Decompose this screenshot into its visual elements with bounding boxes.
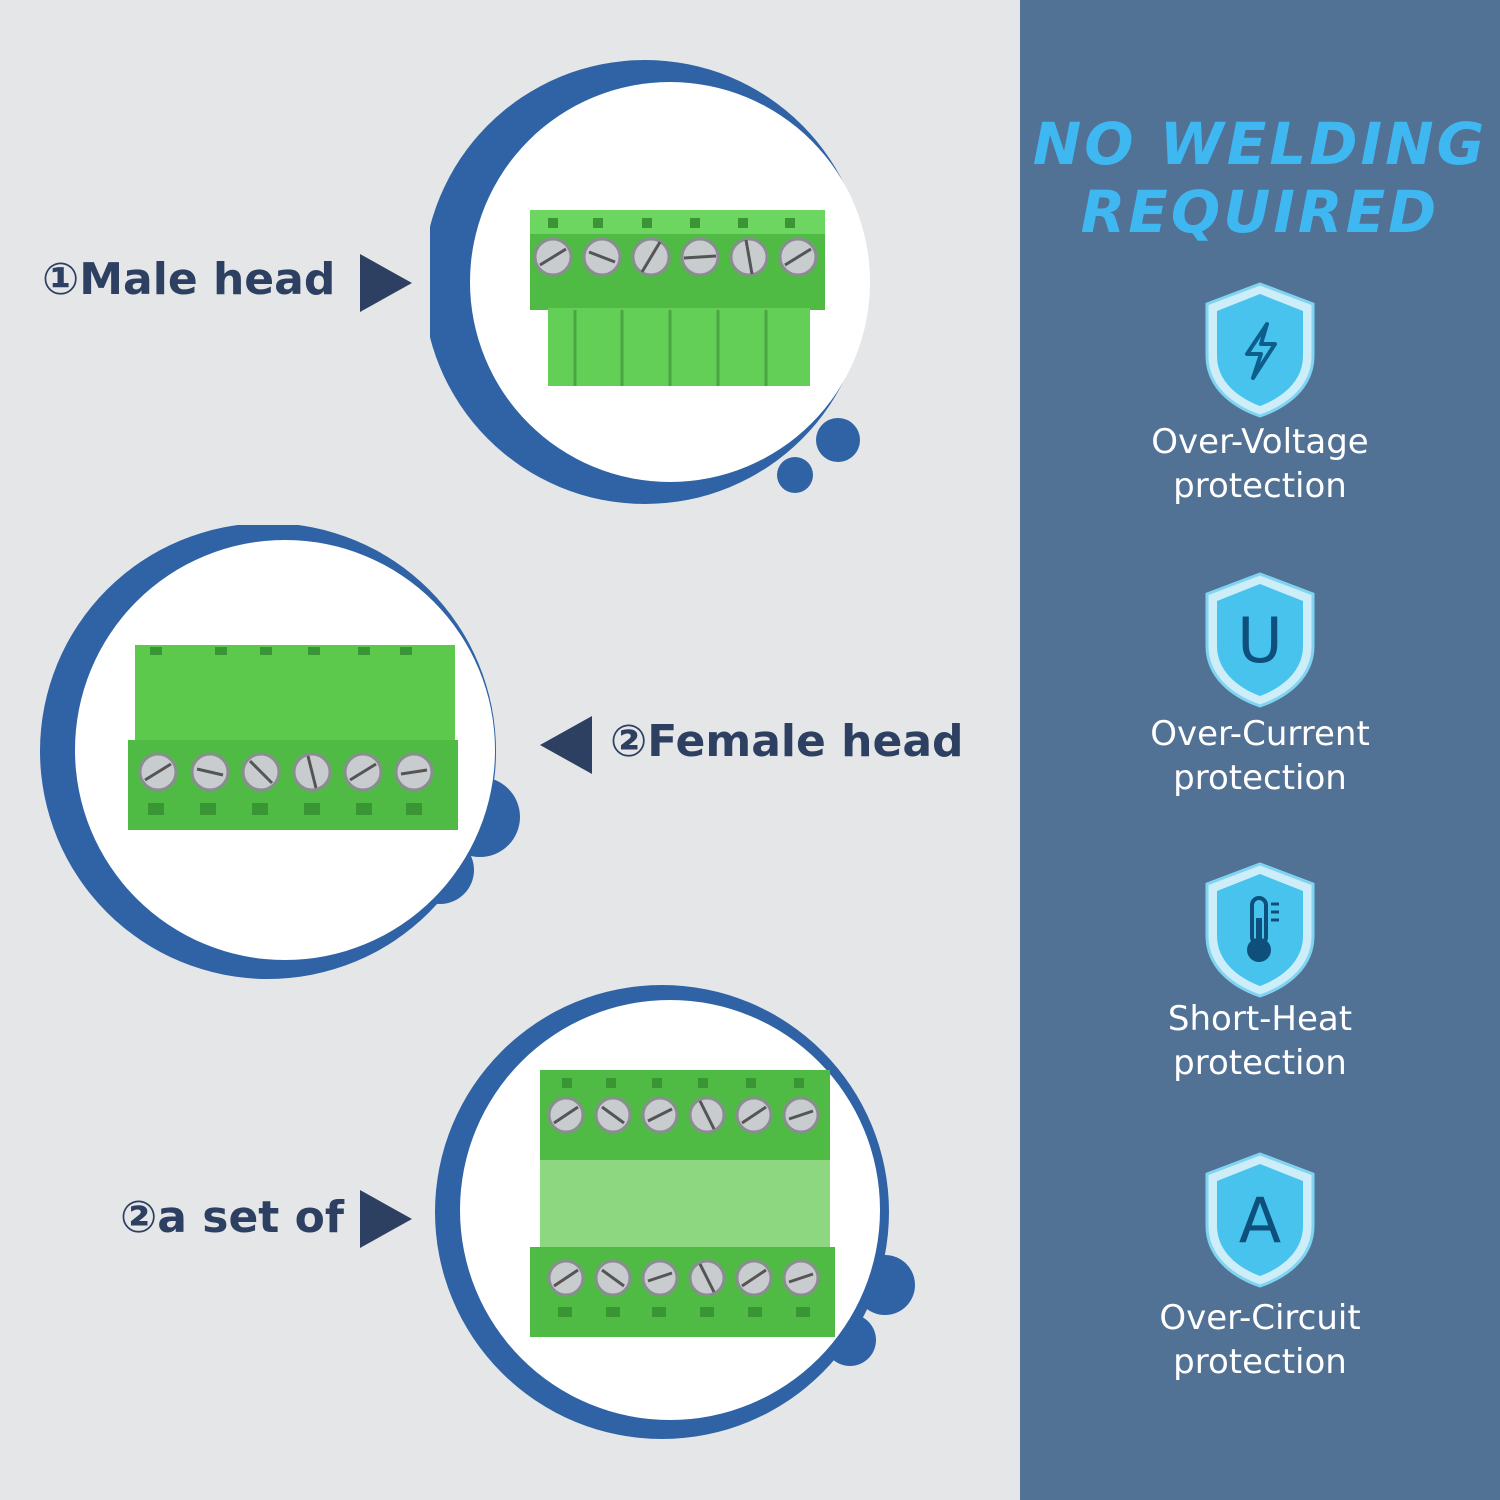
male-connector-image bbox=[530, 210, 825, 386]
connector-set-photo bbox=[435, 985, 915, 1439]
arrow-right-icon bbox=[360, 1190, 412, 1248]
feature-glyph: U bbox=[1237, 604, 1282, 677]
feature-title: Over-Voltage bbox=[1151, 422, 1369, 462]
lightning-bolt-icon bbox=[1205, 282, 1315, 418]
feature-subtitle: protection bbox=[1173, 466, 1347, 506]
feature-subtitle: protection bbox=[1173, 1342, 1347, 1382]
letter-u-icon: U bbox=[1205, 572, 1315, 708]
feature-subtitle: protection bbox=[1173, 1043, 1347, 1083]
set-label: ②a set of bbox=[120, 1192, 345, 1243]
feature-short-heat: Short-Heat protection bbox=[1020, 997, 1500, 1085]
feature-subtitle: protection bbox=[1173, 758, 1347, 798]
letter-a-icon: A bbox=[1205, 1152, 1315, 1288]
female-connector-image bbox=[128, 645, 458, 830]
arrow-right-icon bbox=[360, 254, 412, 312]
feature-glyph: A bbox=[1239, 1184, 1281, 1257]
feature-title: Over-Circuit bbox=[1159, 1298, 1361, 1338]
feature-over-current: Over-Current protection bbox=[1020, 712, 1500, 800]
feature-title: Over-Current bbox=[1150, 714, 1370, 754]
thermometer-icon bbox=[1205, 862, 1315, 998]
male-head-photo bbox=[430, 60, 870, 504]
arrow-left-icon bbox=[540, 716, 592, 774]
feature-title: Short-Heat bbox=[1167, 999, 1353, 1039]
features-panel: NO WELDING REQUIRED Over-Voltage protect… bbox=[1020, 0, 1500, 1500]
male-head-label: ①Male head bbox=[42, 254, 336, 305]
headline-line-1: NO WELDING bbox=[1032, 110, 1488, 178]
female-head-label: ②Female head bbox=[610, 716, 964, 767]
headline-line-2: REQUIRED bbox=[1080, 178, 1440, 246]
female-head-photo bbox=[40, 525, 520, 979]
connector-set-image bbox=[530, 1070, 835, 1337]
feature-over-circuit: Over-Circuit protection bbox=[1020, 1296, 1500, 1384]
feature-over-voltage: Over-Voltage protection bbox=[1020, 420, 1500, 508]
